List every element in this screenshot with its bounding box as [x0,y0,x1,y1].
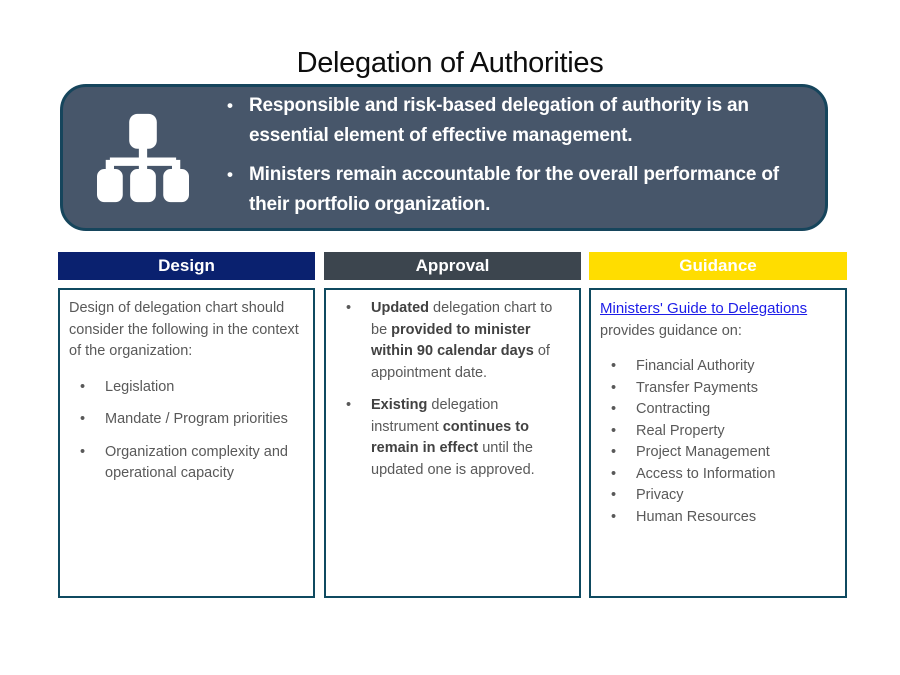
column-header-approval: Approval [324,252,581,280]
list-item: Transfer Payments [600,378,835,400]
column-design: Design Design of delegation chart should… [58,252,315,598]
org-chart-icon [97,111,189,205]
list-item: Human Resources [600,507,835,529]
column-guidance: Guidance Ministers' Guide to Delegations… [589,252,847,598]
list-item: Access to Information [600,464,835,486]
design-bullet-list: LegislationMandate / Program prioritiesO… [69,377,303,485]
approval-bullet-list: Updated delegation chart to be provided … [335,298,569,481]
guidance-bullet-list: Financial AuthorityTransfer PaymentsCont… [600,356,835,528]
list-item: Financial Authority [600,356,835,378]
design-intro: Design of delegation chart should consid… [69,300,299,359]
hero-bullet-list: Responsible and risk-based delegation of… [189,87,825,229]
column-approval: Approval Updated delegation chart to be … [324,252,581,598]
list-item: Responsible and risk-based delegation of… [223,91,803,151]
list-item: Ministers remain accountable for the ove… [223,160,803,220]
column-body-guidance: Ministers' Guide to Delegations provides… [589,288,847,598]
page-title: Delegation of Authorities [296,47,604,79]
list-item: Existing delegation instrument continues… [335,395,569,481]
list-item: Privacy [600,485,835,507]
list-item: Updated delegation chart to be provided … [335,298,569,384]
column-header-design: Design [58,252,315,280]
list-item: Real Property [600,421,835,443]
hero-box: Responsible and risk-based delegation of… [60,84,828,231]
list-item: Contracting [600,399,835,421]
list-item: Mandate / Program priorities [69,409,303,431]
ministers-guide-link[interactable]: Ministers' Guide to Delegations [600,300,808,317]
list-item: Organization complexity and operational … [69,442,303,485]
column-header-guidance: Guidance [589,252,847,280]
column-body-approval: Updated delegation chart to be provided … [324,288,581,598]
list-item: Project Management [600,442,835,464]
guidance-intro: provides guidance on: [600,322,742,339]
list-item: Legislation [69,377,303,399]
column-body-design: Design of delegation chart should consid… [58,288,315,598]
